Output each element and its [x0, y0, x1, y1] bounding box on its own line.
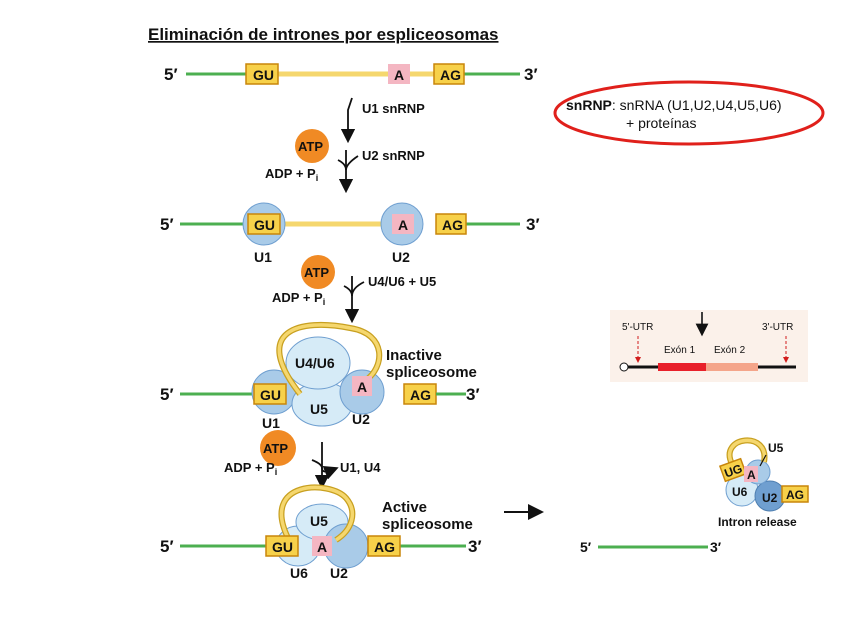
u6-label-4: U6 — [290, 565, 308, 581]
atp-label-3: ATP — [263, 441, 288, 456]
adp-label-1: ADP + Pi — [265, 166, 318, 183]
u1-label: U1 — [254, 249, 272, 265]
branch-a-box — [388, 64, 410, 84]
utr5-label: 5'-UTR — [622, 322, 653, 333]
ag-label: AG — [440, 67, 461, 83]
u5-label-4: U5 — [310, 513, 328, 529]
cap-icon — [619, 362, 629, 372]
five-prime-label-4: 5′ — [160, 537, 174, 556]
u2-label: U2 — [392, 249, 410, 265]
u2-label-3: U2 — [352, 411, 370, 427]
atp-circle-2 — [301, 255, 335, 289]
ag-box — [433, 63, 465, 85]
gu-box — [245, 63, 279, 85]
ag-label-2: AG — [442, 217, 463, 233]
step-u2-label: U2 snRNP — [362, 148, 425, 163]
step-arrows-4: ATP ADP + Pi U1, U4 — [224, 430, 381, 490]
intron-release-label: Intron release — [718, 515, 797, 529]
adp-label-2: ADP + Pi — [272, 290, 325, 307]
inset-background — [610, 310, 808, 382]
inactive-label-2: spliceosome — [386, 364, 477, 381]
gene-inset: 5'-UTR 3'-UTR Exón 1 Exón 2 — [610, 310, 808, 382]
ag-label-4: AG — [374, 539, 395, 555]
three-prime-label: 3′ — [524, 65, 538, 84]
active-label-2: spliceosome — [382, 516, 473, 533]
atp-circle-1 — [295, 129, 329, 163]
a-label-2: A — [398, 217, 408, 233]
active-label-1: Active — [382, 499, 427, 516]
three-prime-label-5: 3′ — [710, 539, 722, 555]
exon2-bar — [706, 363, 758, 371]
gu-label-2: GU — [254, 217, 275, 233]
atp-circle-3 — [260, 430, 296, 466]
gu-label-3: GU — [260, 387, 281, 403]
snrnp-note-line1: snRNP: snRNA (U1,U2,U4,U5,U6) — [566, 97, 782, 113]
pre-mrna-row: 5′ GU A AG 3′ — [164, 63, 538, 85]
u5-label-release: U5 — [768, 441, 784, 455]
inactive-label-1: Inactive — [386, 347, 442, 364]
a-label-release: A — [747, 468, 756, 482]
five-prime-label-2: 5′ — [160, 215, 174, 234]
gu-label-4: GU — [272, 539, 293, 555]
step-u1u4-label: U1, U4 — [340, 460, 381, 475]
spliced-mrna: 5′ 3′ — [580, 539, 722, 555]
a-label-3: A — [357, 379, 367, 395]
u1-label-3: U1 — [262, 415, 280, 431]
ug-label-release: UG — [722, 461, 744, 480]
exon1-bar — [658, 363, 706, 371]
adp-label-3: ADP + Pi — [224, 460, 277, 477]
red-oval — [553, 80, 825, 146]
exon1-label: Exón 1 — [664, 345, 696, 356]
snrnp-note: snRNP: snRNA (U1,U2,U4,U5,U6) + proteína… — [553, 80, 825, 146]
snrnp-note-line2: + proteínas — [626, 115, 696, 131]
inactive-spliceosome: U4/U6 5′ GU A AG 3′ U5 U1 U2 Inactive sp… — [160, 321, 480, 431]
u2-label-release: U2 — [762, 491, 778, 505]
ag-label-release: AG — [786, 488, 804, 502]
u4u6-snrnp — [285, 336, 351, 390]
ag-label-3: AG — [410, 387, 431, 403]
branch-a-label: A — [394, 67, 404, 83]
exon2-label: Exón 2 — [714, 345, 746, 356]
three-prime-label-3: 3′ — [466, 385, 480, 404]
u2-label-4: U2 — [330, 565, 348, 581]
step-arrows-3: ATP ADP + Pi U4/U6 + U5 — [272, 255, 436, 324]
u5-label-3: U5 — [310, 401, 328, 417]
active-spliceosome: U5 5′ GU A AG 3′ U6 U2 Active spliceosom… — [160, 484, 544, 581]
three-prime-label-2: 3′ — [526, 215, 540, 234]
intron-release: UG A AG U5 U6 U2 Intron release — [718, 437, 809, 529]
a-label-4: A — [317, 539, 327, 555]
u1-u2-row: 5′ GU A AG 3′ U1 U2 — [160, 202, 540, 265]
three-prime-label-4: 3′ — [468, 537, 482, 556]
atp-label-2: ATP — [304, 265, 329, 280]
atp-label-1: ATP — [298, 139, 323, 154]
utr3-label: 3'-UTR — [762, 322, 793, 333]
step-u4u6-label: U4/U6 + U5 — [368, 274, 436, 289]
u6-label-release: U6 — [732, 485, 748, 499]
step-arrows-1: U1 snRNP ATP ADP + Pi U2 snRNP — [265, 97, 425, 194]
step-u1-label: U1 snRNP — [362, 101, 425, 116]
five-prime-label: 5′ — [164, 65, 178, 84]
gu-label: GU — [253, 67, 274, 83]
five-prime-label-3: 5′ — [160, 385, 174, 404]
u4u6-label: U4/U6 — [295, 355, 335, 371]
five-prime-label-5: 5′ — [580, 539, 592, 555]
page-title: Eliminación de intrones por espliceosoma… — [148, 25, 498, 44]
